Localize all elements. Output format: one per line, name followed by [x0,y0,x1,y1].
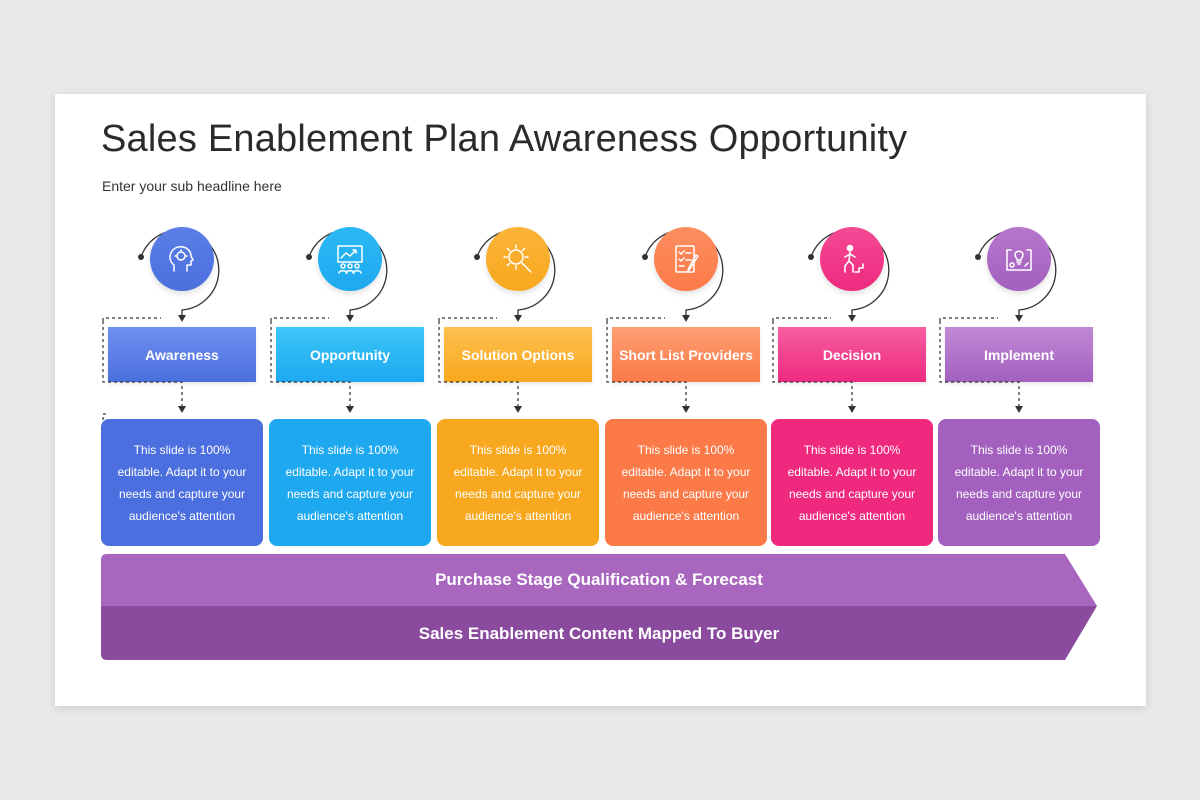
person-climbing-icon [844,244,864,273]
slide-subtitle: Enter your sub headline here [102,178,282,194]
dashed-connector [939,317,1023,413]
stage-icon-circle [150,227,214,291]
slide-title: Sales Enablement Plan Awareness Opportun… [101,118,908,160]
stage-icon-circle [654,227,718,291]
stage-icon-circle [486,227,550,291]
chart-audience-icon [337,245,363,274]
stage-description: This slide is 100% editable. Adapt it to… [437,419,599,546]
stage-description: This slide is 100% editable. Adapt it to… [269,419,431,546]
dashed-connector [270,317,354,413]
stage-implement: Implement This slide is 100% editable. A… [938,94,1100,706]
stage-label: Short List Providers [612,327,760,382]
stage-label: Awareness [108,327,256,382]
stage-short-list-providers: Short List Providers This slide is 100% … [605,94,767,706]
banner-arrow [101,554,1097,660]
stage-icon-circle [987,227,1051,291]
stage-opportunity: Opportunity This slide is 100% editable.… [269,94,431,706]
stage-label: Solution Options [444,327,592,382]
banner-top-text: Purchase Stage Qualification & Forecast [435,570,763,589]
stage-description: This slide is 100% editable. Adapt it to… [101,419,263,546]
gear-search-icon [503,244,532,273]
stage-decision: Decision This slide is 100% editable. Ad… [771,94,933,706]
dashed-connector [606,317,690,413]
checklist-icon [675,245,699,273]
stage-icon-circle [820,227,884,291]
stage-awareness: Awareness This slide is 100% editable. A… [101,94,263,706]
stage-diagram: Awareness This slide is 100% editable. A… [55,94,1146,706]
stage-description: This slide is 100% editable. Adapt it to… [771,419,933,546]
dashed-connector [772,317,856,413]
plan-idea-icon [1006,249,1032,271]
dashed-connector [438,317,522,413]
stage-solution-options: Solution Options This slide is 100% edit… [437,94,599,706]
dashed-connector [102,317,186,413]
stage-label: Opportunity [276,327,424,382]
banner-bottom-text: Sales Enablement Content Mapped To Buyer [418,624,780,643]
stage-icon-circle [318,227,382,291]
stage-label: Implement [945,327,1093,382]
stage-description: This slide is 100% editable. Adapt it to… [938,419,1100,546]
stage-description: This slide is 100% editable. Adapt it to… [605,419,767,546]
stage-label: Decision [778,327,926,382]
slide: Sales Enablement Plan Awareness Opportun… [55,94,1146,706]
head-idea-icon [169,246,194,272]
